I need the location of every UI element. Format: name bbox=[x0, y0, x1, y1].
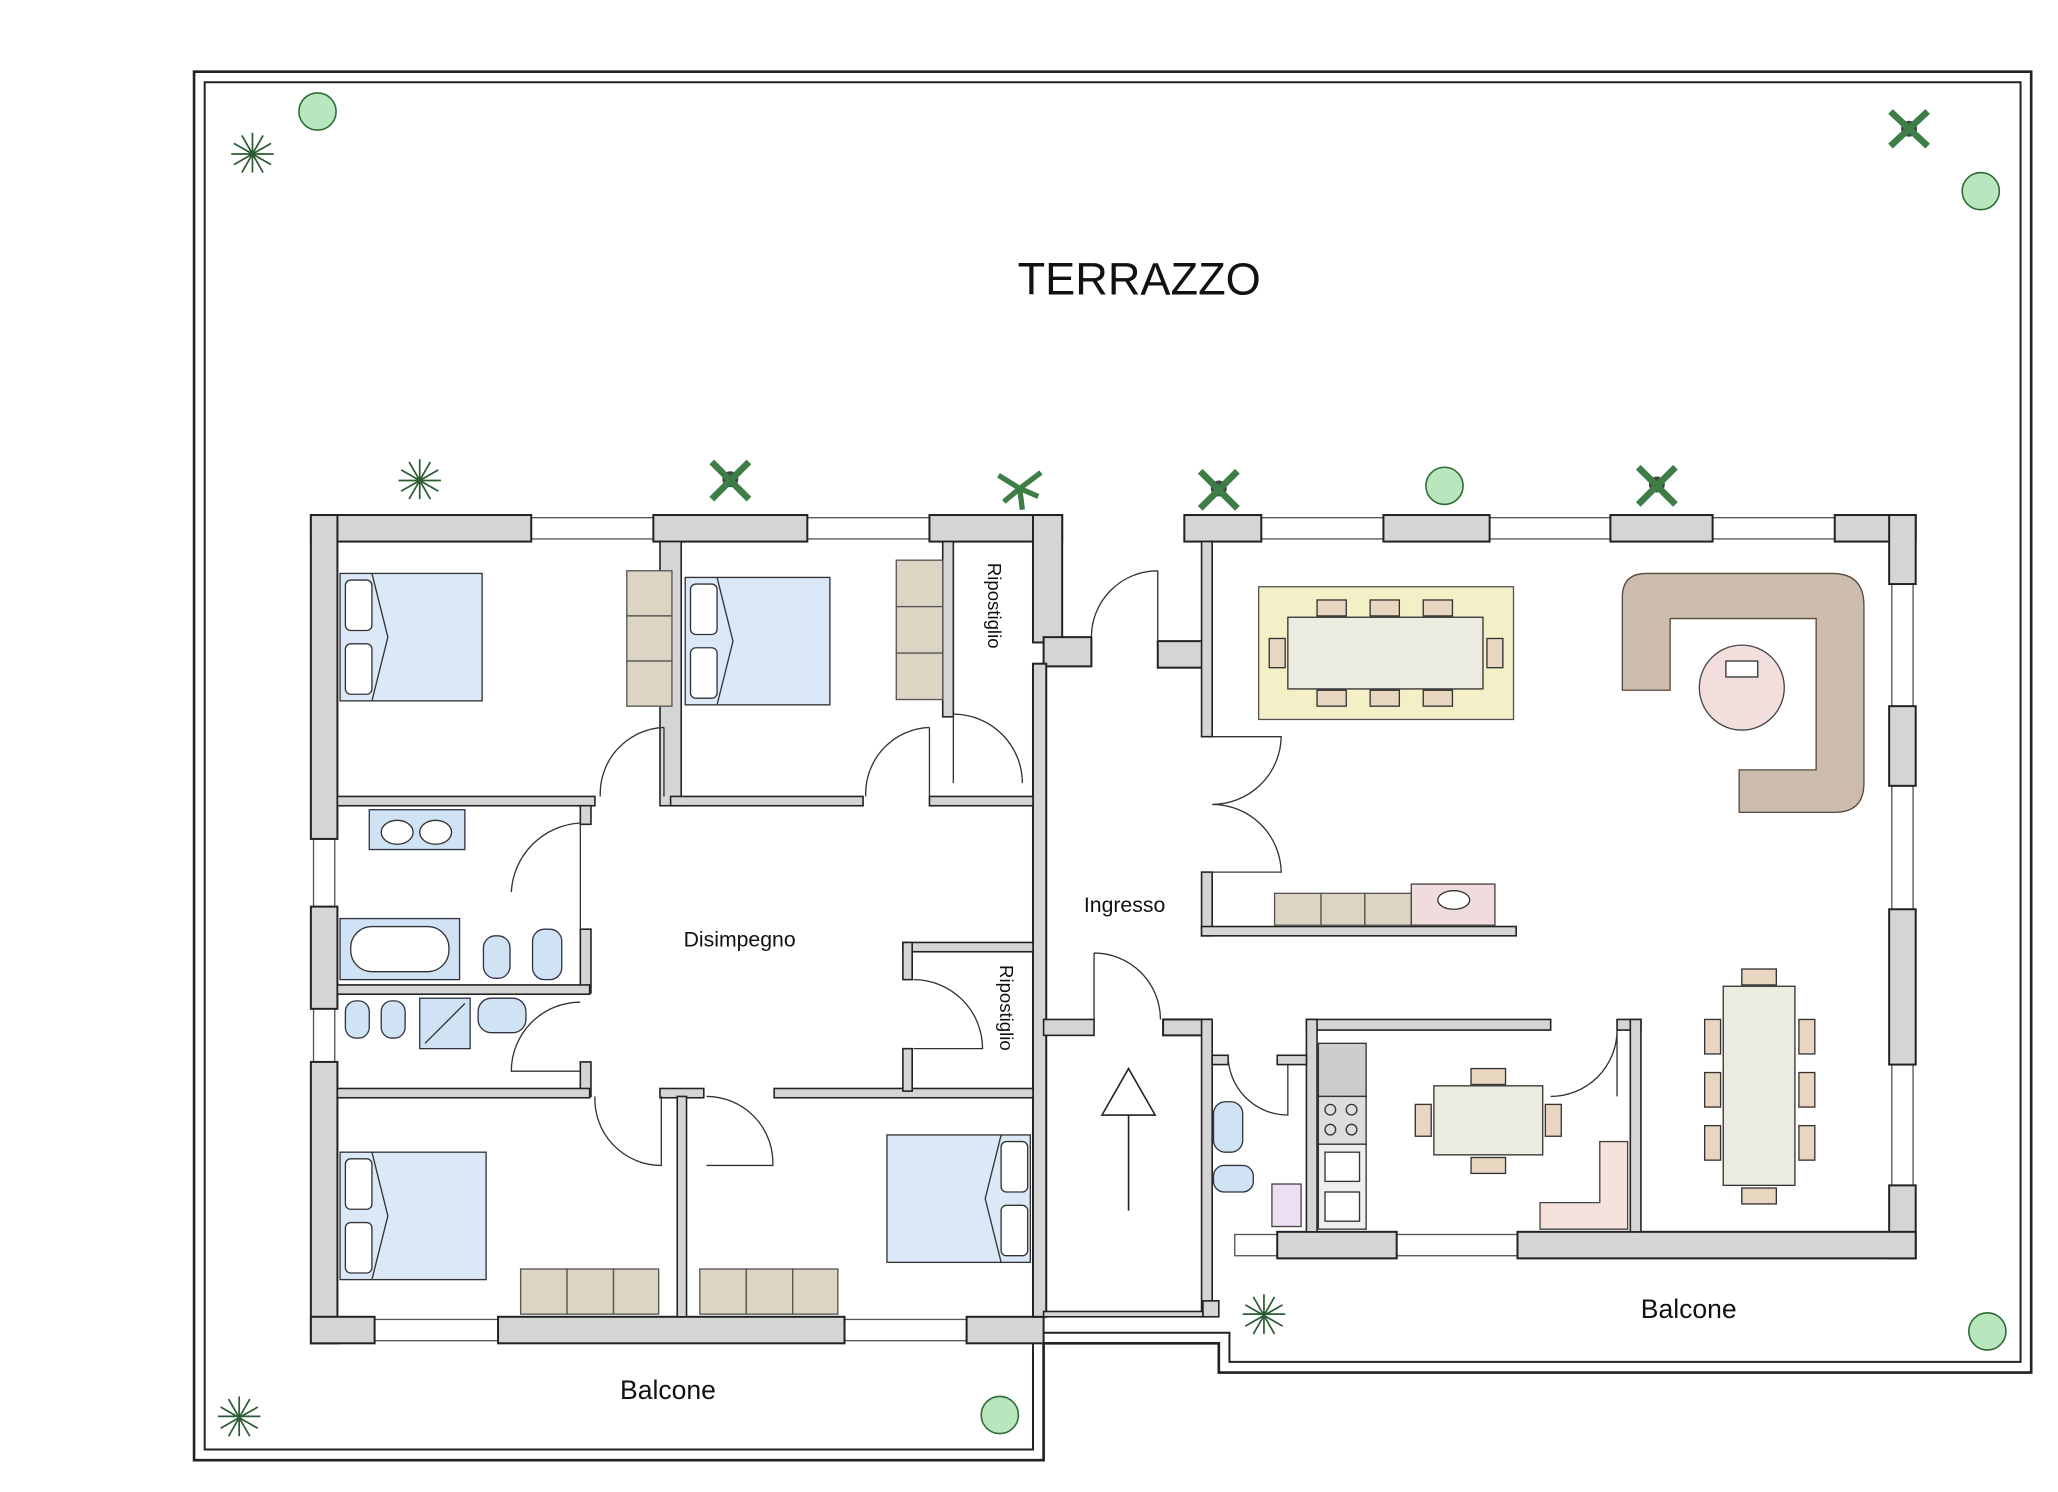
sink bbox=[477, 997, 527, 1034]
toilet bbox=[1212, 1164, 1254, 1193]
plant-icon bbox=[1968, 1312, 2007, 1351]
flower-plant-icon bbox=[709, 459, 752, 502]
tv-cabinet bbox=[1273, 883, 1496, 926]
terrace-label: TERRAZZO bbox=[1018, 254, 1261, 305]
bed bbox=[339, 1151, 487, 1281]
wardrobe bbox=[519, 1268, 660, 1315]
bed bbox=[886, 1134, 1031, 1264]
plant-icon bbox=[1961, 171, 2001, 211]
palm-icon bbox=[398, 459, 441, 500]
palm-icon bbox=[231, 132, 274, 173]
palm-icon bbox=[1242, 1294, 1286, 1335]
balcony-right-label: Balcone bbox=[1641, 1294, 1737, 1324]
corner-counter bbox=[1539, 1140, 1629, 1230]
plant-icon bbox=[1425, 466, 1464, 506]
storage-mid-label: Ripostiglio bbox=[996, 965, 1017, 1051]
double-sink bbox=[368, 809, 466, 851]
hallway-label: Disimpegno bbox=[684, 928, 796, 951]
bidet bbox=[482, 935, 511, 979]
dining-rug bbox=[1257, 586, 1515, 721]
balcony-left-label: Balcone bbox=[620, 1375, 716, 1405]
sink bbox=[1212, 1101, 1244, 1153]
leaf-plant-icon bbox=[997, 470, 1043, 511]
dining-table bbox=[1703, 968, 1816, 1205]
plant-icon bbox=[980, 1395, 1020, 1435]
flower-plant-icon bbox=[1197, 468, 1240, 511]
plants bbox=[217, 92, 2007, 1437]
plant-icon bbox=[298, 92, 337, 131]
wardrobe bbox=[895, 559, 944, 701]
toilet bbox=[531, 928, 563, 981]
doors bbox=[510, 570, 1618, 1167]
bidet bbox=[380, 1000, 406, 1039]
right-block-walls bbox=[1042, 514, 1917, 1318]
sectional-sofa bbox=[1621, 572, 1865, 814]
toilet bbox=[344, 1000, 370, 1039]
storage-top-label: Ripostiglio bbox=[984, 563, 1005, 649]
bed bbox=[684, 576, 831, 706]
terrace-boundary bbox=[192, 70, 2033, 1462]
bathtub bbox=[339, 917, 461, 981]
shower bbox=[419, 997, 471, 1050]
wardrobe bbox=[699, 1268, 839, 1315]
flower-plant-icon bbox=[1635, 464, 1678, 507]
entrance-arrow-icon bbox=[1100, 1066, 1157, 1211]
kitchen-table bbox=[1414, 1067, 1562, 1175]
cabinet bbox=[1271, 1183, 1302, 1228]
palm-icon bbox=[217, 1396, 261, 1437]
terrace-boundary-inner bbox=[203, 81, 2022, 1451]
bed bbox=[339, 572, 483, 702]
wardrobe bbox=[626, 570, 673, 707]
kitchen-counter bbox=[1317, 1042, 1367, 1230]
flower-plant-icon bbox=[1888, 109, 1930, 149]
entrance-label: Ingresso bbox=[1084, 894, 1165, 917]
left-block-walls bbox=[309, 514, 1093, 1345]
